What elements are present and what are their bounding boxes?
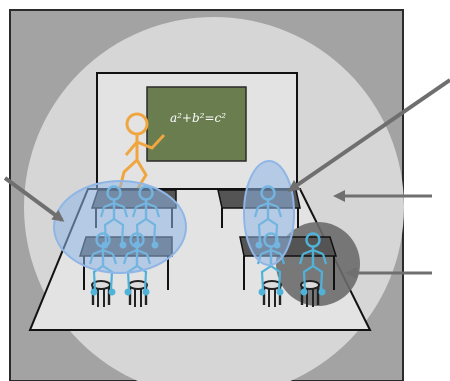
group-highlight-right [243, 160, 295, 266]
arrow-to-right-group [287, 78, 450, 192]
blackboard [146, 86, 247, 162]
group-highlight-left [53, 180, 187, 274]
blackboard-formula: a²+b²=c² [170, 111, 226, 125]
arrow-to-left-group [3, 176, 65, 222]
